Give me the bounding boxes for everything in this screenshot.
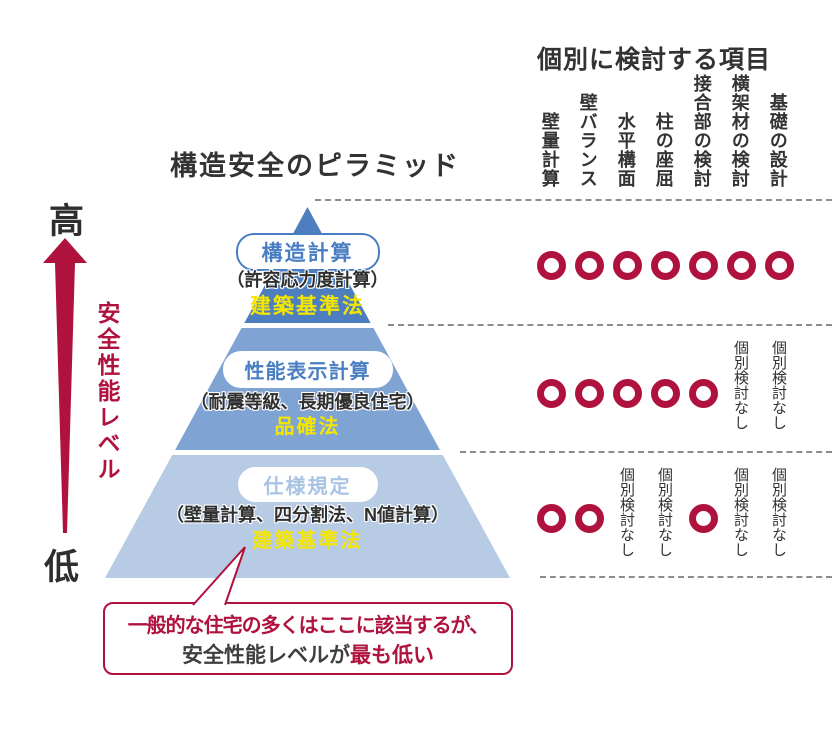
safety-high-label: 高 xyxy=(49,202,85,241)
check-circle-icon xyxy=(575,504,604,533)
row-separator-2 xyxy=(388,324,832,326)
column-header-1: 壁量計算 xyxy=(539,112,560,188)
safety-low-label: 低 xyxy=(44,548,80,587)
column-header-6: 横架材の検討 xyxy=(729,74,750,188)
check-circle-icon xyxy=(537,379,566,408)
check-circle-icon xyxy=(689,251,718,280)
pyramid-title: 構造安全のピラミッド xyxy=(170,151,460,181)
tier3-detail-label: （壁量計算、四分割法、N値計算） xyxy=(166,505,449,525)
callout-bubble: 一般的な住宅の多くはここに該当するが、 安全性能レベルが最も低い xyxy=(103,602,513,675)
check-circle-icon xyxy=(689,379,718,408)
tier3-law-label: 建築基準法 xyxy=(252,530,363,552)
callout-line2: 安全性能レベルが最も低い xyxy=(182,643,434,667)
no-individual-check-label: 個別検討なし xyxy=(656,467,674,557)
check-circle-icon xyxy=(613,379,642,408)
check-circle-icon xyxy=(765,251,794,280)
tier3-name-pill: 仕様規定 xyxy=(237,467,378,502)
callout-emphasis: 最も低い xyxy=(350,643,434,667)
no-individual-check-label: 個別検討なし xyxy=(732,467,750,557)
row-separator-1 xyxy=(315,199,832,201)
no-individual-check-label: 個別検討なし xyxy=(618,467,636,557)
check-circle-icon xyxy=(651,379,680,408)
check-circle-icon xyxy=(613,251,642,280)
column-header-5: 接合部の検討 xyxy=(691,74,712,188)
tier2-name-pill: 性能表示計算 xyxy=(222,351,393,388)
row-separator-3 xyxy=(460,451,832,453)
tier2-law-label: 品確法 xyxy=(274,416,341,438)
row-separator-4 xyxy=(540,576,832,578)
no-individual-check-label: 個別検討なし xyxy=(770,340,788,430)
tier2-detail-label: （耐震等級、長期優良住宅） xyxy=(190,392,425,412)
column-header-3: 水平構面 xyxy=(615,112,636,188)
check-circle-icon xyxy=(537,504,566,533)
check-circle-icon xyxy=(575,379,604,408)
callout-line1: 一般的な住宅の多くはここに該当するが、 xyxy=(127,614,490,637)
safety-level-axis-label: 安全性能レベル xyxy=(94,301,120,483)
tier1-law-label: 建築基準法 xyxy=(250,295,365,318)
individual-items-title: 個別に検討する項目 xyxy=(537,46,772,74)
column-header-7: 基礎の設計 xyxy=(767,93,788,188)
column-header-2: 壁バランス xyxy=(577,93,598,188)
tier1-name-pill: 構造計算 xyxy=(235,233,380,271)
tier1-detail-label: （許容応力度計算） xyxy=(226,270,389,290)
check-circle-icon xyxy=(689,504,718,533)
check-circle-icon xyxy=(537,251,566,280)
check-circle-icon xyxy=(651,251,680,280)
no-individual-check-label: 個別検討なし xyxy=(770,467,788,557)
no-individual-check-label: 個別検討なし xyxy=(732,340,750,430)
check-circle-icon xyxy=(575,251,604,280)
column-header-4: 柱の座屈 xyxy=(653,112,674,188)
check-circle-icon xyxy=(727,251,756,280)
